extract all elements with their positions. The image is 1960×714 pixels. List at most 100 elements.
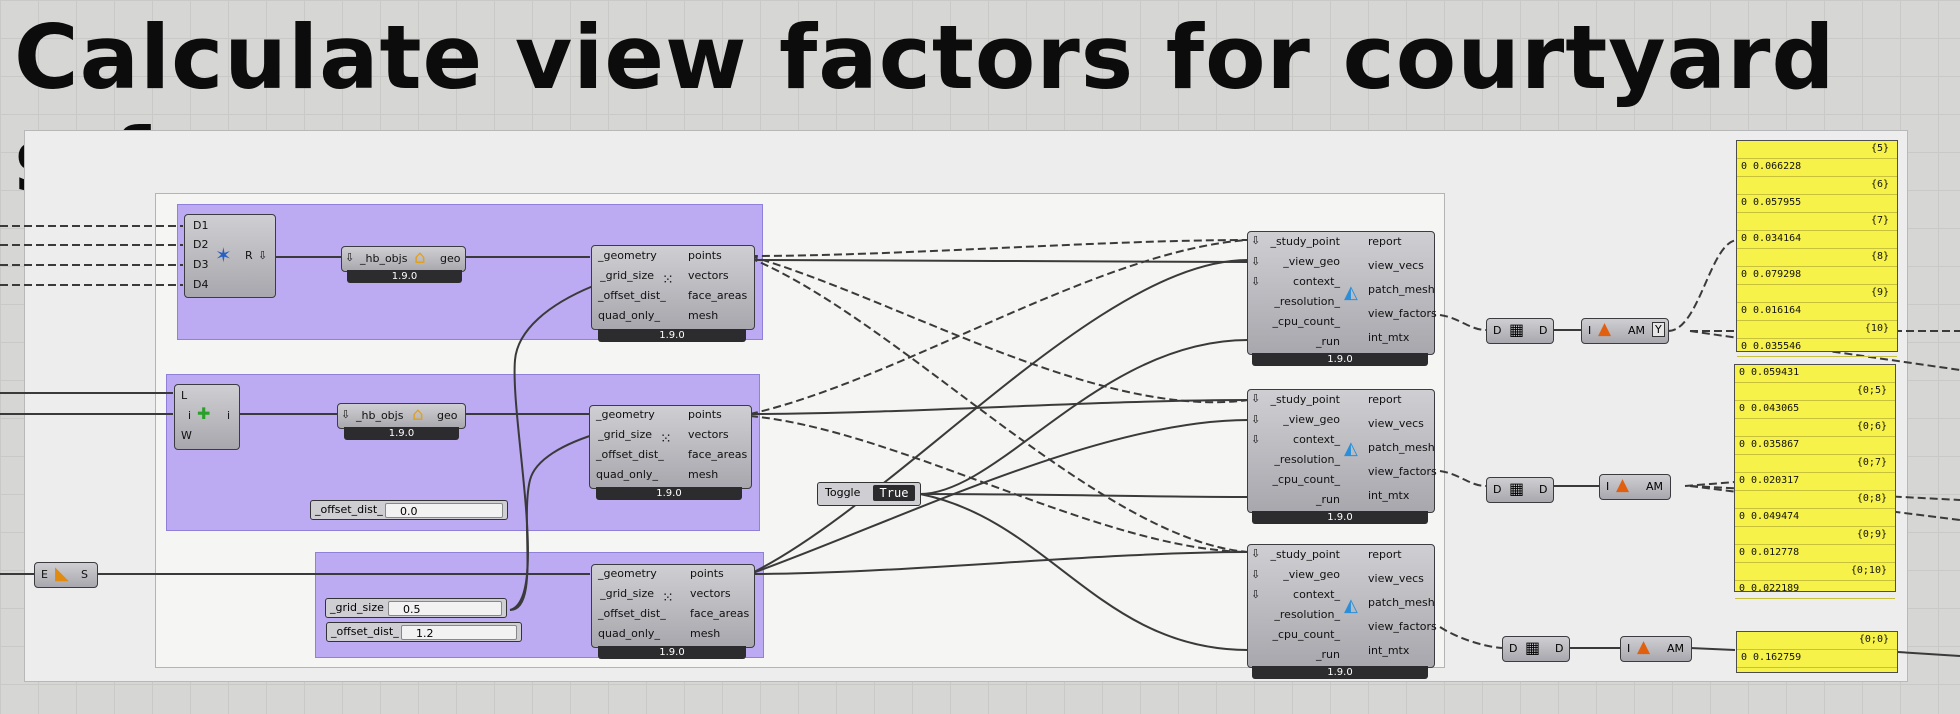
grid-input-quad[interactable]: quad_only_ (596, 468, 658, 481)
flatten-output[interactable]: D (1539, 324, 1548, 337)
grid-points-component-2[interactable]: _geometry _grid_size _offset_dist_ quad_… (589, 405, 752, 489)
slider-track[interactable]: 0.5 (388, 601, 502, 616)
explode-output-s[interactable]: S (81, 568, 88, 581)
list-item-component[interactable]: L i W ✚ i (174, 384, 240, 450)
grid-input-offset[interactable]: _offset_dist_ (596, 448, 664, 461)
grid-input-quad[interactable]: quad_only_ (598, 309, 660, 322)
vf-input-resolution[interactable]: _resolution_ (1274, 453, 1340, 466)
grid-points-component-1[interactable]: _geometry _grid_size _offset_dist_ quad_… (591, 245, 755, 330)
grid-input-offset[interactable]: _offset_dist_ (598, 289, 666, 302)
vf-input-view-geo[interactable]: _view_geo (1283, 413, 1340, 426)
grid-input-grid-size[interactable]: _grid_size (598, 428, 652, 441)
merge-component[interactable]: D1 D2 D3 D4 ✶ R ⇩ (184, 214, 276, 298)
vf-output-int-mtx[interactable]: int_mtx (1368, 644, 1410, 657)
merge-output-r[interactable]: R (245, 249, 253, 262)
merge-input-d4[interactable]: D4 (193, 278, 209, 291)
grid-input-geometry[interactable]: _geometry (598, 249, 657, 262)
vf-output-view-factors[interactable]: view_factors (1368, 307, 1437, 320)
list-item-output-i[interactable]: i (227, 409, 231, 422)
grid-size-slider[interactable]: _grid_size 0.5 (325, 598, 507, 618)
vf-output-patch-mesh[interactable]: patch_mesh (1368, 283, 1435, 296)
grid-output-points[interactable]: points (690, 567, 724, 580)
vf-output-report[interactable]: report (1368, 235, 1402, 248)
flatten-input[interactable]: D (1509, 642, 1518, 655)
vf-output-view-vecs[interactable]: view_vecs (1368, 572, 1424, 585)
output-panel-2[interactable]: 0 0.059431 {0;5} 0 0.043065 {0;6} 0 0.03… (1734, 364, 1896, 599)
hb-obj-component-1[interactable]: ⇩ _hb_objs ⌂ geo (341, 246, 466, 272)
hb-obj-component-2[interactable]: ⇩ _hb_objs ⌂ geo (337, 403, 466, 429)
grid-output-mesh[interactable]: mesh (688, 468, 719, 481)
vf-output-report[interactable]: report (1368, 548, 1402, 561)
list-item-input-w[interactable]: W (181, 429, 192, 442)
grid-output-points[interactable]: points (688, 408, 722, 421)
vf-input-context[interactable]: context_ (1293, 588, 1340, 601)
grid-output-vectors[interactable]: vectors (690, 587, 731, 600)
grid-output-points[interactable]: points (688, 249, 722, 262)
grid-output-vectors[interactable]: vectors (688, 428, 729, 441)
vf-output-view-factors[interactable]: view_factors (1368, 465, 1437, 478)
view-factors-component-2[interactable]: ⇩ ⇩ ⇩ _study_point _view_geo context_ _r… (1247, 389, 1437, 513)
vf-input-cpu-count[interactable]: _cpu_count_ (1272, 473, 1340, 486)
flatten-input[interactable]: D (1493, 324, 1502, 337)
grid-input-geometry[interactable]: _geometry (596, 408, 655, 421)
average-output[interactable]: AM (1646, 480, 1664, 493)
vf-input-view-geo[interactable]: _view_geo (1283, 568, 1340, 581)
average-input[interactable]: I (1606, 480, 1610, 493)
average-input[interactable]: I (1588, 324, 1592, 337)
grid-points-component-3[interactable]: _geometry _grid_size _offset_dist_ quad_… (591, 564, 755, 648)
vf-output-patch-mesh[interactable]: patch_mesh (1368, 596, 1435, 609)
grid-input-grid-size[interactable]: _grid_size (600, 269, 654, 282)
vf-input-study-point[interactable]: _study_point (1270, 235, 1340, 248)
offset-dist-slider-2[interactable]: _offset_dist_ 1.2 (326, 622, 522, 642)
average-extra[interactable]: Y (1652, 322, 1665, 337)
explode-component[interactable]: E ◣ S (34, 562, 98, 588)
offset-dist-slider-1[interactable]: _offset_dist_ 0.0 (310, 500, 508, 520)
hb-obj-output[interactable]: geo (437, 409, 458, 422)
vf-input-context[interactable]: context_ (1293, 433, 1340, 446)
vf-input-run[interactable]: _run (1316, 493, 1340, 506)
flatten-component-1[interactable]: D ▦ D (1486, 318, 1554, 344)
average-component-1[interactable]: I ▲ AM Y (1581, 318, 1669, 344)
average-output[interactable]: AM (1628, 324, 1646, 337)
grid-output-vectors[interactable]: vectors (688, 269, 729, 282)
flatten-output[interactable]: D (1555, 642, 1564, 655)
vf-output-report[interactable]: report (1368, 393, 1402, 406)
view-factors-component-1[interactable]: ⇩ ⇩ ⇩ _study_point _view_geo context_ _r… (1247, 231, 1437, 355)
list-item-input-l[interactable]: L (181, 389, 188, 402)
vf-output-view-factors[interactable]: view_factors (1368, 620, 1437, 633)
grid-output-mesh[interactable]: mesh (690, 627, 721, 640)
output-panel-3[interactable]: {0;0} 0 0.162759 (1736, 631, 1898, 673)
merge-input-d1[interactable]: D1 (193, 219, 209, 232)
grid-input-geometry[interactable]: _geometry (598, 567, 657, 580)
grid-output-face-areas[interactable]: face_areas (690, 607, 750, 620)
vf-input-context[interactable]: context_ (1293, 275, 1340, 288)
vf-output-view-vecs[interactable]: view_vecs (1368, 417, 1424, 430)
vf-input-cpu-count[interactable]: _cpu_count_ (1272, 315, 1340, 328)
average-input[interactable]: I (1627, 642, 1631, 655)
toggle-value[interactable]: True (873, 485, 915, 501)
merge-input-d3[interactable]: D3 (193, 258, 209, 271)
view-factors-component-3[interactable]: ⇩ ⇩ ⇩ _study_point _view_geo context_ _r… (1247, 544, 1437, 668)
merge-input-d2[interactable]: D2 (193, 238, 209, 251)
flatten-component-3[interactable]: D ▦ D (1502, 636, 1570, 662)
slider-track[interactable]: 1.2 (401, 625, 517, 640)
flatten-input[interactable]: D (1493, 483, 1502, 496)
vf-input-study-point[interactable]: _study_point (1270, 393, 1340, 406)
vf-input-view-geo[interactable]: _view_geo (1283, 255, 1340, 268)
grid-input-offset[interactable]: _offset_dist_ (598, 607, 666, 620)
grid-output-face-areas[interactable]: face_areas (688, 289, 748, 302)
slider-track[interactable]: 0.0 (385, 503, 503, 518)
grid-output-face-areas[interactable]: face_areas (688, 448, 748, 461)
vf-input-run[interactable]: _run (1316, 335, 1340, 348)
vf-output-int-mtx[interactable]: int_mtx (1368, 489, 1410, 502)
vf-input-cpu-count[interactable]: _cpu_count_ (1272, 628, 1340, 641)
grid-input-quad[interactable]: quad_only_ (598, 627, 660, 640)
hb-obj-input[interactable]: _hb_objs (360, 252, 408, 265)
run-toggle[interactable]: Toggle True (817, 482, 921, 506)
flatten-output[interactable]: D (1539, 483, 1548, 496)
vf-output-int-mtx[interactable]: int_mtx (1368, 331, 1410, 344)
flatten-component-2[interactable]: D ▦ D (1486, 477, 1554, 503)
vf-input-study-point[interactable]: _study_point (1270, 548, 1340, 561)
average-output[interactable]: AM (1667, 642, 1685, 655)
average-component-3[interactable]: I ▲ AM (1620, 636, 1692, 662)
